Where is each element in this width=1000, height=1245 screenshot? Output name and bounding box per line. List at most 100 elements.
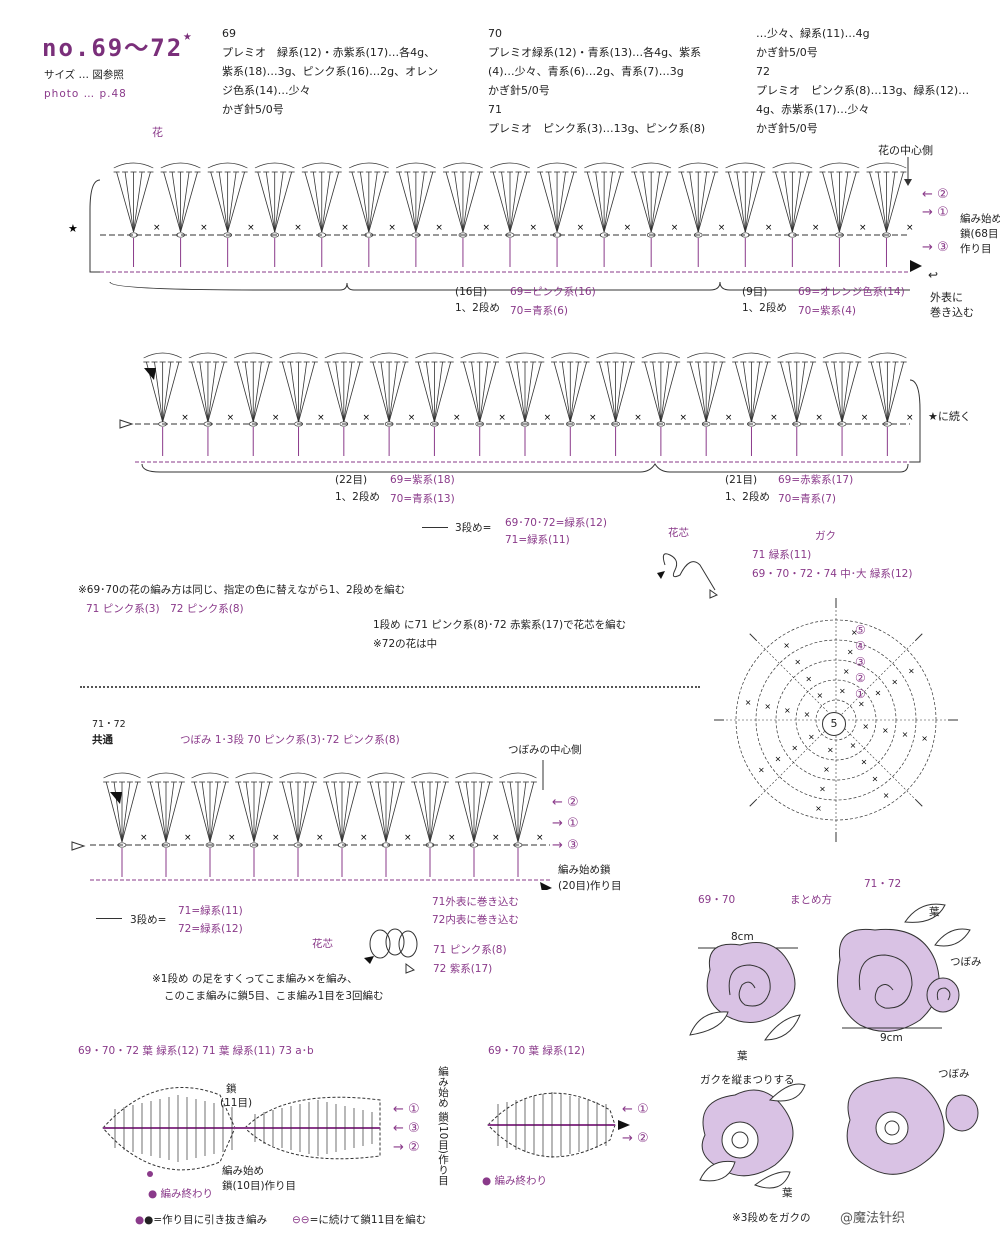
rose-69-70 <box>689 942 801 1041</box>
bud-center-side: つぼみの中心側 <box>508 744 582 756</box>
bud-roll72: 72内表に巻き込む <box>432 914 519 926</box>
assembly-bud: つぼみ <box>950 956 982 968</box>
fan-stitch: × <box>732 352 778 423</box>
sc-x: × <box>404 833 412 843</box>
seg16-rows: 1、2段め <box>455 302 500 314</box>
sc-x: × <box>815 413 823 423</box>
kashin-line2: ※72の花は中 <box>373 638 438 650</box>
seg16-count: (16目) <box>455 286 488 298</box>
calyx-sc: × <box>875 688 882 697</box>
chain-oval <box>458 232 468 238</box>
calyx-sc: × <box>882 726 889 735</box>
calyx-sc: × <box>858 699 865 708</box>
flower-label: 花 <box>152 126 163 139</box>
chain-oval <box>223 232 232 238</box>
start-chain-label: 編み始め鎖(68目作り目 <box>960 213 1000 255</box>
end-arrow-bottom <box>144 368 156 380</box>
chain-oval <box>411 232 421 238</box>
watermark: @魔法针织 <box>840 1211 906 1226</box>
chain-oval <box>364 232 374 238</box>
calyx-title: ガク <box>815 530 836 542</box>
chain-oval <box>384 421 394 427</box>
bud-kashin: 花芯 <box>312 938 333 950</box>
fan-stitch: × <box>866 162 914 233</box>
fan-stitch: × <box>143 352 189 423</box>
fan-stitch: × <box>279 352 325 423</box>
assembly-footer: ※3段めをガクの <box>732 1212 811 1224</box>
fan-stitch: × <box>254 162 302 233</box>
fan-stitch: × <box>188 352 234 423</box>
bud-row1: → ① <box>552 816 579 831</box>
assembly-illustrations <box>689 903 979 1189</box>
calyx-sc: × <box>850 741 857 750</box>
calyx-sc: × <box>847 647 854 656</box>
row3-legend-line <box>422 527 448 528</box>
sc-x: × <box>453 413 461 423</box>
seg-bracket-bottom <box>141 463 909 473</box>
chain-oval <box>270 232 280 238</box>
bud-row3-line <box>96 918 122 919</box>
seg21-c69: 69=赤紫系(17) <box>778 474 854 486</box>
fan-stitch: × <box>537 162 584 233</box>
chain-oval <box>837 421 847 427</box>
seg16-c70: 70=青系(6) <box>510 305 569 317</box>
calyx-sc: × <box>861 758 868 767</box>
sc-x: × <box>812 223 820 233</box>
photo-label: photo … p.48 <box>44 88 127 100</box>
bud-note-l1: ※1段め の足をすくってこま編み×を編み、 <box>152 973 358 985</box>
leaf-right-title: 69・70 葉 緑系(12) <box>488 1045 585 1057</box>
calyx-sc: × <box>872 774 879 783</box>
fan-stitch: × <box>113 162 161 233</box>
sc-x: × <box>624 223 632 233</box>
assembly-nums-left: 69・70 <box>698 894 736 906</box>
fan-stitch: × <box>631 162 678 233</box>
chain-oval <box>248 421 258 427</box>
tail-mark-bottom <box>119 419 134 429</box>
seg22-rows: 1、2段め <box>335 491 380 503</box>
sc-x: × <box>140 833 148 843</box>
leaf-start-l1: 編み始め <box>222 1165 264 1177</box>
fan-stitch: × <box>191 772 236 843</box>
chain-oval <box>646 232 656 238</box>
fan-stitch: × <box>367 772 412 843</box>
chain-oval <box>205 842 215 848</box>
fan-stitch: × <box>233 352 280 423</box>
fan-stitch: × <box>777 352 823 423</box>
seg9-c69: 69=オレンジ色系(14) <box>798 286 905 298</box>
bud-k72: 72 紫系(17) <box>433 963 493 975</box>
chain-oval <box>158 421 167 427</box>
fan-stitch: × <box>819 162 867 233</box>
calyx-c71: 71 緑系(11) <box>752 549 812 561</box>
fan-stitch: × <box>686 352 732 423</box>
center-side-label: 花の中心側 <box>878 144 933 157</box>
seg16-c69: 69=ピンク系(16) <box>510 286 596 298</box>
seg-bracket-top <box>109 281 910 291</box>
calyx-sc: × <box>745 698 752 707</box>
calyx-sc: × <box>908 666 915 675</box>
bud-common: 共通 <box>92 734 113 746</box>
fan-stitch: × <box>207 162 255 233</box>
sc-x: × <box>859 223 867 233</box>
sc-stitches-top <box>129 232 891 267</box>
assembly-leaf: 葉 <box>929 906 940 918</box>
flower-chart-bottom: ××××××××××××××××× <box>119 352 921 463</box>
sc-x: × <box>272 413 280 423</box>
fan-stitch: × <box>235 772 280 843</box>
chain-oval <box>381 842 391 848</box>
leaf-left-title: 69・70・72 葉 緑系(12) 71 葉 緑系(11) 73 a･b <box>78 1045 314 1057</box>
bud-chart: ×××××××××× <box>71 760 552 890</box>
chain-oval <box>475 421 485 427</box>
calyx-sc: × <box>808 733 815 742</box>
sc-x: × <box>906 413 914 423</box>
bracket-left <box>89 179 101 273</box>
calyx-tip <box>914 633 923 642</box>
sc-x: × <box>435 223 443 233</box>
bud-roll71: 71外表に巻き込む <box>432 896 519 908</box>
start-arrow-top <box>910 260 922 272</box>
seg21-rows: 1、2段め <box>725 491 770 503</box>
fan-stitch: × <box>323 772 368 843</box>
fan-stitch: × <box>725 162 772 233</box>
kashin-line1: 1段め に71 ピンク系(8)･72 赤紫系(17)で花芯を編む <box>373 619 627 631</box>
